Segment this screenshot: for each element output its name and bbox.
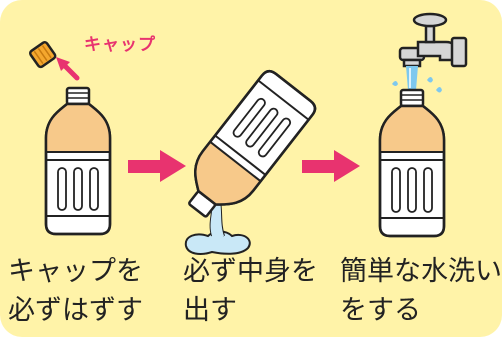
cap-label: キャップ <box>84 35 156 55</box>
bottle-2-tilted <box>188 70 317 218</box>
step-3-line-2: をする <box>340 295 421 326</box>
step-2-line-1: 必ず中身を <box>183 256 318 287</box>
water-stream <box>392 66 442 93</box>
faucet-icon <box>398 12 468 68</box>
arrow-right-icon-2 <box>302 150 360 182</box>
arrow-up-left-icon <box>56 57 80 81</box>
cap-icon <box>29 41 57 69</box>
step-2-caption: 必ず中身を 出す <box>183 252 318 330</box>
bottle-3 <box>378 88 446 238</box>
step-1-line-2: 必ずはずす <box>8 295 143 326</box>
step-1-line-1: キャップを <box>8 256 143 287</box>
step-3-line-1: 簡単な水洗い <box>340 256 502 287</box>
arrow-right-icon-1 <box>128 150 186 182</box>
bottle-1 <box>44 86 112 236</box>
step-3-caption: 簡単な水洗い をする <box>340 252 502 330</box>
step-2-line-2: 出す <box>183 295 237 326</box>
step-1-caption: キャップを 必ずはずす <box>8 252 143 330</box>
